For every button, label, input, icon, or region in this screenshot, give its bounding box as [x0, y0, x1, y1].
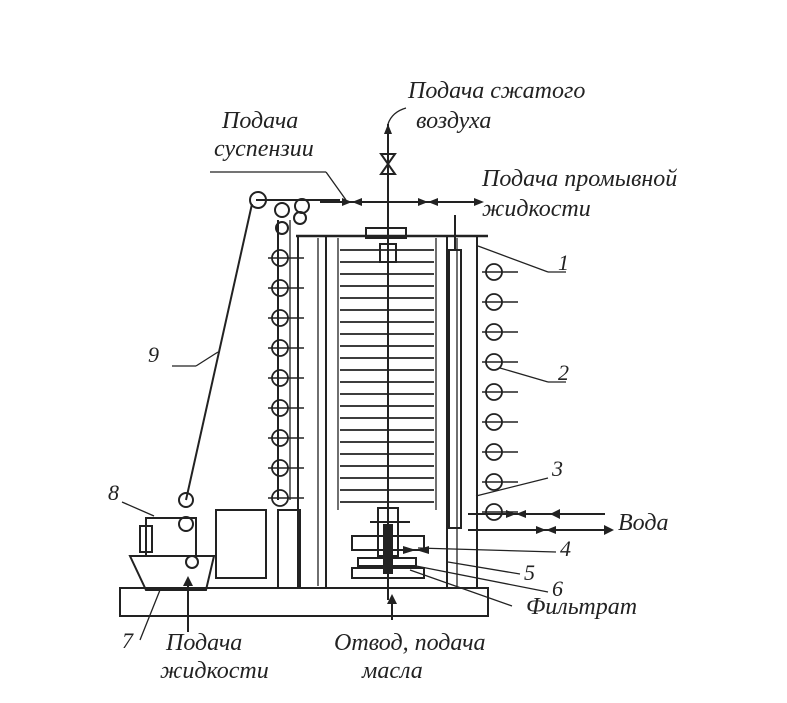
- right-outlet-manifold: [482, 263, 518, 521]
- liquid-feed-arrow: [183, 576, 193, 632]
- callout-3: 3: [551, 456, 563, 481]
- label-oil-line2: масла: [361, 658, 423, 684]
- label-liquid-feed-line1: Подача: [165, 630, 242, 656]
- leader-lines: [121, 107, 566, 641]
- callout-4: 4: [560, 536, 571, 561]
- callout-2: 2: [558, 360, 569, 385]
- label-compressed-air-line1: Подача сжатого: [407, 78, 585, 104]
- wash-liquid-pipe: [320, 198, 484, 206]
- drive-link-9: [185, 203, 253, 501]
- label-suspension-line2: суспензии: [214, 136, 314, 162]
- label-compressed-air-line2: воздуха: [416, 108, 491, 134]
- oil-arrow: [387, 594, 397, 620]
- label-suspension-line1: Подача: [221, 108, 298, 134]
- label-wash-liquid-line1: Подача промывной: [481, 166, 677, 192]
- label-oil-line1: Отвод, подача: [334, 630, 486, 656]
- label-liquid-feed-line2: жидкости: [160, 658, 269, 684]
- water-pipes: [468, 509, 614, 535]
- callout-8: 8: [108, 480, 119, 505]
- callout-6: 6: [552, 576, 563, 601]
- label-filtrate: Фильтрат: [526, 594, 637, 620]
- left-suspension-manifold: [268, 249, 304, 507]
- pump-motor-unit: [128, 492, 301, 591]
- callout-9: 9: [148, 342, 159, 367]
- press-frame: [296, 215, 488, 589]
- callout-1: 1: [558, 250, 569, 275]
- base-plate: [119, 587, 489, 617]
- hydraulic-unit: [351, 507, 429, 579]
- label-water: Вода: [618, 510, 668, 536]
- label-wash-liquid-line2: жидкости: [482, 196, 591, 222]
- callout-7: 7: [122, 628, 134, 653]
- callout-5: 5: [524, 560, 535, 585]
- compressed-air-pipe: [379, 124, 397, 175]
- suspension-feed-pipe: [249, 191, 340, 500]
